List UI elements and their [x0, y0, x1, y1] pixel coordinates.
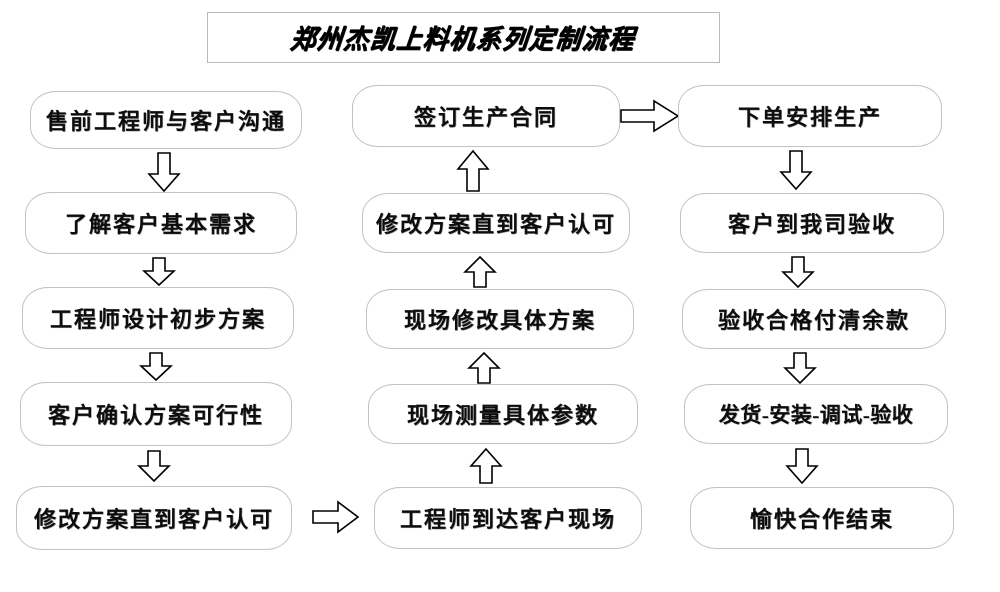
diagram-title-box: 郑州杰凯上料机系列定制流程 — [207, 12, 720, 63]
arrow-down-c3-4 — [784, 448, 820, 485]
arrow-down-c3-3 — [782, 352, 818, 385]
arrow-up-c2-3 — [466, 351, 502, 384]
diagram-title: 郑州杰凯上料机系列定制流程 — [289, 25, 637, 55]
arrow-up-c2-2 — [462, 255, 498, 288]
node-c1-3-label: 工程师设计初步方案 — [49, 307, 266, 332]
node-c2-4[interactable]: 现场测量具体参数 — [368, 384, 638, 444]
arrow-down-c3-1 — [778, 150, 814, 191]
node-c1-2[interactable]: 了解客户基本需求 — [25, 192, 297, 254]
node-c1-2-label: 了解客户基本需求 — [64, 212, 257, 237]
node-c2-2-label: 修改方案直到客户认可 — [375, 212, 616, 237]
node-c1-4-label: 客户确认方案可行性 — [47, 403, 264, 428]
arrow-down-c1-2 — [141, 257, 177, 287]
node-c3-1-label: 下单安排生产 — [737, 105, 882, 130]
node-c3-4-label: 发货-安装-调试-验收 — [718, 403, 914, 427]
arrow-up-c2-1 — [455, 149, 491, 192]
arrow-down-c1-1 — [146, 152, 182, 193]
node-c2-4-label: 现场测量具体参数 — [406, 403, 599, 428]
node-c2-3[interactable]: 现场修改具体方案 — [366, 289, 634, 349]
node-c2-5[interactable]: 工程师到达客户现场 — [374, 487, 642, 549]
node-c3-2[interactable]: 客户到我司验收 — [680, 193, 944, 253]
node-c2-3-label: 现场修改具体方案 — [403, 308, 596, 333]
arrow-down-c1-4 — [136, 450, 172, 483]
node-c1-1[interactable]: 售前工程师与客户沟通 — [30, 91, 302, 149]
node-c3-2-label: 客户到我司验收 — [727, 212, 896, 237]
node-c1-3[interactable]: 工程师设计初步方案 — [22, 287, 294, 349]
arrow-right-c1-to-c2 — [312, 500, 360, 534]
arrow-up-c2-4 — [468, 447, 504, 484]
node-c2-2[interactable]: 修改方案直到客户认可 — [362, 193, 630, 253]
node-c2-5-label: 工程师到达客户现场 — [399, 507, 616, 532]
arrow-down-c1-3 — [138, 352, 174, 382]
node-c3-1[interactable]: 下单安排生产 — [678, 85, 942, 147]
arrow-right-c2-to-c3 — [620, 99, 680, 133]
node-c1-5-label: 修改方案直到客户认可 — [33, 507, 274, 532]
arrow-down-c3-2 — [780, 256, 816, 289]
node-c3-4[interactable]: 发货-安装-调试-验收 — [684, 384, 948, 444]
node-c3-3-label: 验收合格付清余款 — [717, 308, 910, 333]
node-c2-1-label: 签订生产合同 — [413, 105, 558, 130]
node-c1-4[interactable]: 客户确认方案可行性 — [20, 382, 292, 446]
node-c1-5[interactable]: 修改方案直到客户认可 — [16, 486, 292, 550]
node-c2-1[interactable]: 签订生产合同 — [352, 85, 620, 147]
node-c3-3[interactable]: 验收合格付清余款 — [682, 289, 946, 349]
node-c1-1-label: 售前工程师与客户沟通 — [45, 109, 286, 134]
node-c3-5-label: 愉快合作结束 — [749, 507, 894, 532]
node-c3-5[interactable]: 愉快合作结束 — [690, 487, 954, 549]
